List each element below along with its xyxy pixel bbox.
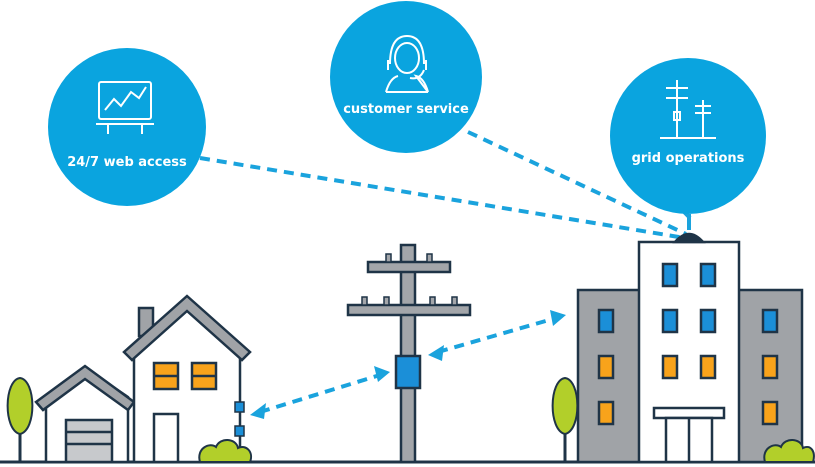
pole-crossarm-bottom xyxy=(346,303,472,317)
garage xyxy=(34,364,136,464)
house xyxy=(122,294,252,464)
tree-right xyxy=(551,376,579,462)
pole-crossarm-top xyxy=(366,260,452,274)
arrowheads xyxy=(250,310,566,419)
smart-meter-2 xyxy=(234,425,245,437)
bubble-web-access: 24/7 web access xyxy=(48,48,206,206)
house-door xyxy=(152,412,180,464)
pole-transformer xyxy=(394,354,422,390)
bush-left xyxy=(198,439,252,463)
garage-door xyxy=(64,418,114,464)
utility-pole xyxy=(346,243,472,464)
rooftop-antenna-dome xyxy=(672,232,706,244)
link-pole-to-building xyxy=(437,316,557,354)
tree-left xyxy=(6,376,34,462)
bubble-customer-service: customer service xyxy=(330,1,482,153)
office-building xyxy=(576,214,804,464)
power-poles-icon xyxy=(660,80,716,139)
bush-right xyxy=(763,439,815,463)
bubble-grid-operations: grid operations xyxy=(610,58,766,214)
smart-meter-1 xyxy=(234,401,245,413)
link-service-to-building xyxy=(467,130,687,236)
link-house-to-pole xyxy=(259,373,381,414)
arrowhead-pole-left xyxy=(374,366,390,382)
arrowhead-building xyxy=(550,310,566,326)
customer-service-label: customer service xyxy=(343,102,469,117)
link-web-to-building xyxy=(199,156,686,240)
grid-operations-label: grid operations xyxy=(632,151,745,166)
right-wing-windows xyxy=(761,308,779,426)
arrowhead-house xyxy=(250,403,266,419)
chart-presentation-icon xyxy=(96,81,154,134)
web-access-label: 24/7 web access xyxy=(67,155,187,170)
left-wing-windows xyxy=(597,308,615,426)
building-canopy xyxy=(652,406,726,420)
tower-windows xyxy=(661,262,717,380)
headset-agent-icon xyxy=(385,34,429,93)
arrowhead-pole-right xyxy=(428,345,444,361)
